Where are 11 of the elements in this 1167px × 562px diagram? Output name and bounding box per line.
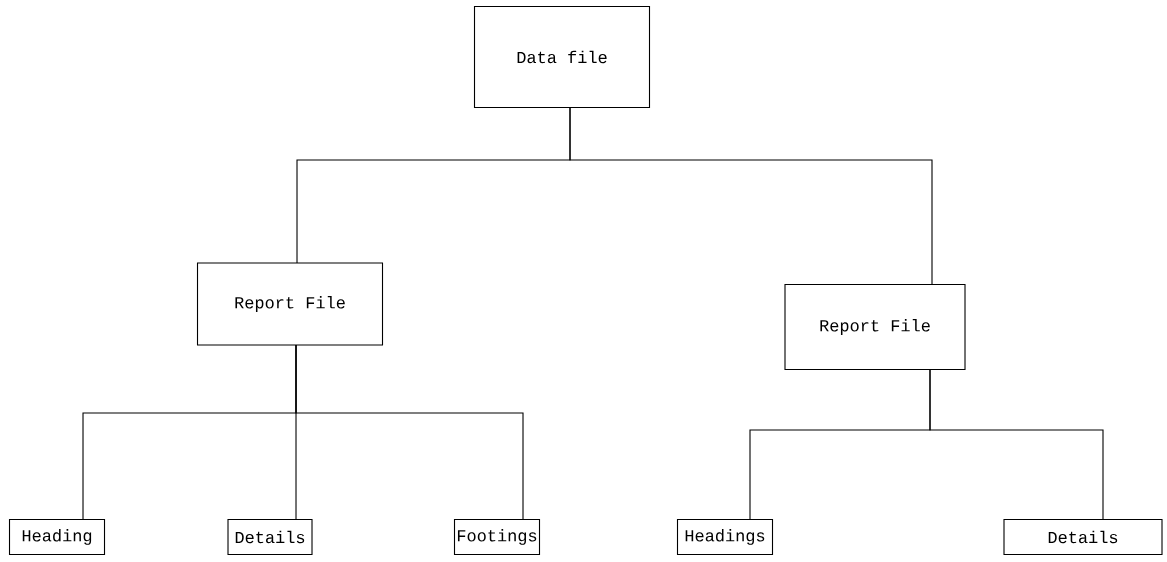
connector-line [295,344,524,521]
section-box: Details [1003,518,1163,556]
section-box: Heading [8,518,106,556]
connector-line [929,368,1104,521]
section-box: Footings [453,518,541,556]
file-box: Report File [784,283,966,371]
file-box: Data file [473,5,651,109]
section-box: Details [227,518,313,556]
file-box: Report File [196,262,384,346]
connector-line [569,106,933,286]
section-box: Headings [676,518,774,556]
